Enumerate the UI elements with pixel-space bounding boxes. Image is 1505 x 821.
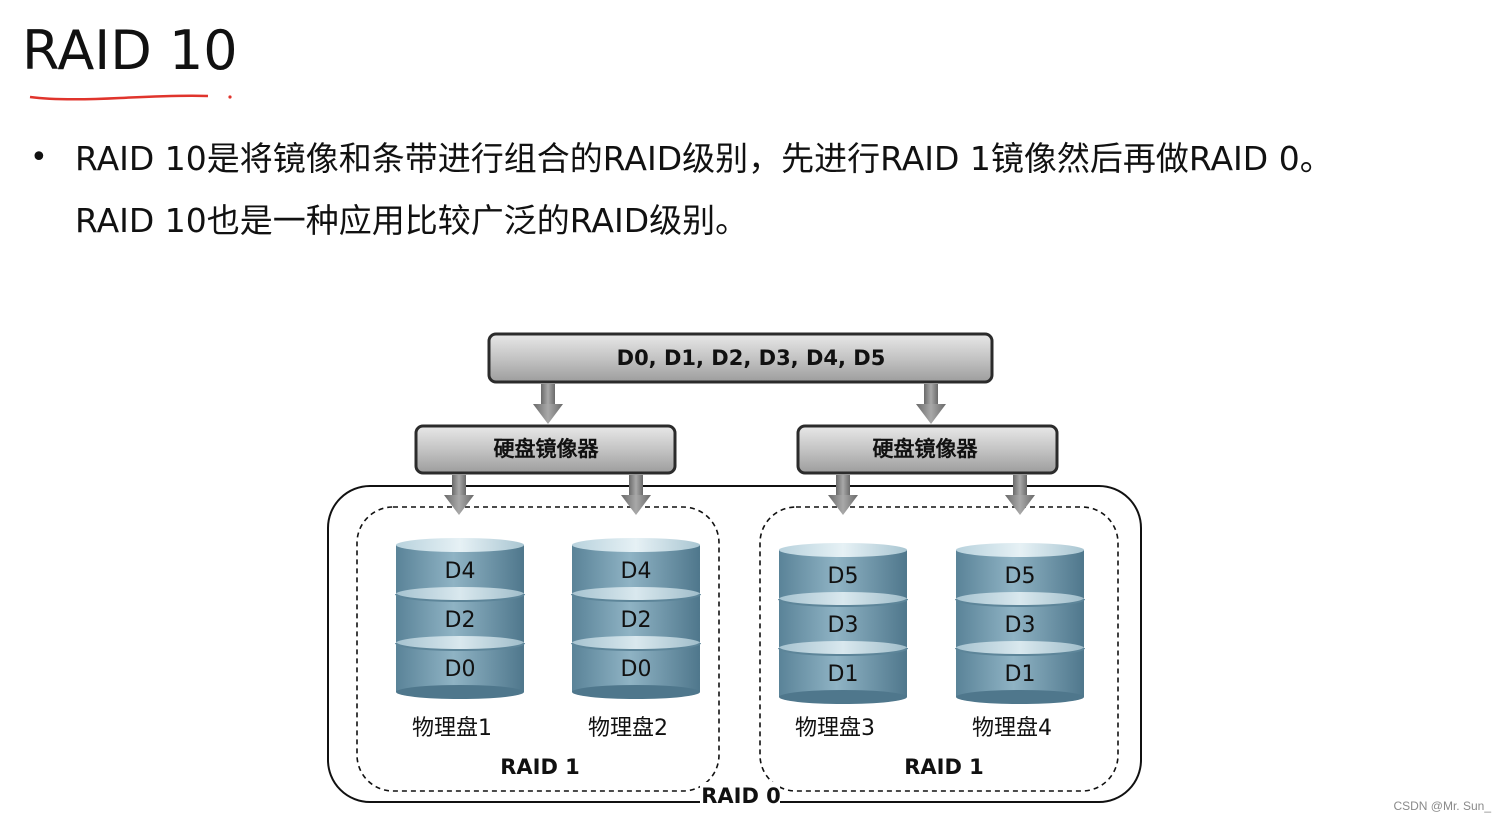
mirror-box-left xyxy=(414,424,677,475)
disk-segment-label: D1 xyxy=(828,662,859,687)
bullet-line-1: RAID 10是将镜像和条带进行组合的RAID级别，先进行RAID 1镜像然后再… xyxy=(75,139,1333,178)
arrow-down-icon xyxy=(621,475,651,515)
disk-segment-label: D2 xyxy=(621,608,652,633)
raid1-label-right: RAID 1 xyxy=(904,755,984,779)
bullet-line-2: RAID 10也是一种应用比较广泛的RAID级别。 xyxy=(75,201,749,240)
arrow-down-icon xyxy=(1005,475,1035,515)
arrow-down-icon xyxy=(916,384,946,424)
arrow-down-icon xyxy=(828,475,858,515)
raid1-label-left: RAID 1 xyxy=(500,755,580,779)
disk-segment-label: D5 xyxy=(828,564,859,589)
data-stripe-box xyxy=(487,332,994,384)
disk-segment-label: D3 xyxy=(828,613,859,638)
watermark: CSDN @Mr. Sun_ xyxy=(1393,799,1491,813)
arrow-down-icon xyxy=(444,475,474,515)
disk-segment-label: D3 xyxy=(1005,613,1036,638)
arrow-down-icon xyxy=(533,384,563,424)
mirror-box-right xyxy=(796,424,1059,475)
disk-name-label: 物理盘3 xyxy=(795,716,875,741)
disk-segment-label: D1 xyxy=(1005,662,1036,687)
disk-name-label: 物理盘1 xyxy=(412,716,492,741)
disk-segment-label: D4 xyxy=(621,559,652,584)
raid0-label: RAID 0 xyxy=(701,784,781,808)
bullet-paragraph: RAID 10是将镜像和条带进行组合的RAID级别，先进行RAID 1镜像然后再… xyxy=(75,128,1500,252)
mirror-label-right: 硬盘镜像器 xyxy=(873,437,979,461)
mirror-label-left: 硬盘镜像器 xyxy=(494,437,600,461)
raid1-group-left xyxy=(356,506,720,792)
disk-segment-label: D0 xyxy=(445,657,476,682)
bullet-marker: • xyxy=(30,140,48,175)
data-stripe-label: D0, D1, D2, D3, D4, D5 xyxy=(617,346,886,370)
disk-segment-label: D0 xyxy=(621,657,652,682)
disk-segment-label: D5 xyxy=(1005,564,1036,589)
disk-segment-label: D2 xyxy=(445,608,476,633)
disk-segment-label: D4 xyxy=(445,559,476,584)
page-title: RAID 10 xyxy=(22,19,238,82)
disk-name-label: 物理盘4 xyxy=(972,716,1052,741)
disk-name-label: 物理盘2 xyxy=(588,716,668,741)
